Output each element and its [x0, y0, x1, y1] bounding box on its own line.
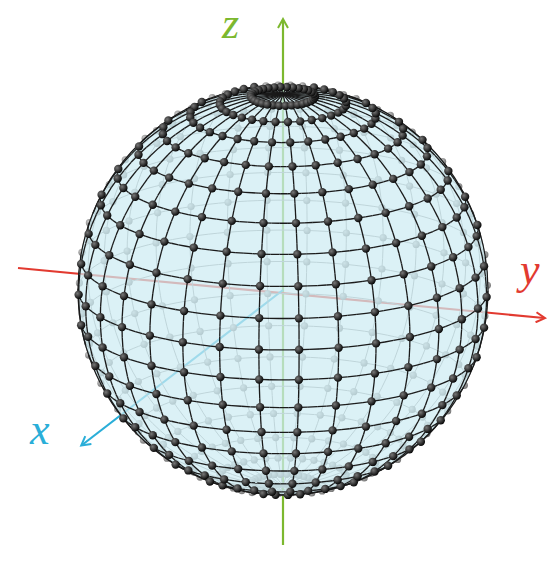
stage: zyx	[0, 0, 558, 567]
sphere-illustration	[0, 0, 558, 567]
